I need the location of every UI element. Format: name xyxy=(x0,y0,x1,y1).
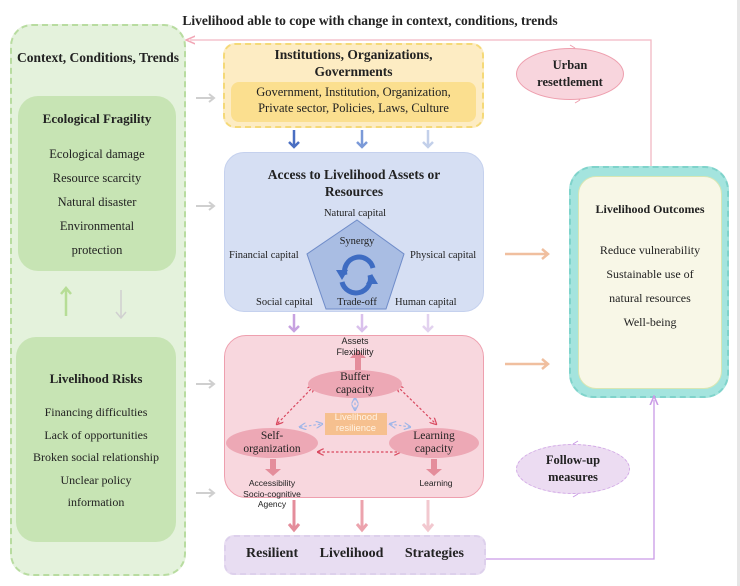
livelihood-risks-list: Financing difficulties Lack of opportuni… xyxy=(16,401,176,514)
learning-output: Learning xyxy=(419,478,453,488)
buffer-capacity-node: Buffer capacity xyxy=(308,370,402,398)
ecological-fragility-list: Ecological damage Resource scarcity Natu… xyxy=(18,142,176,262)
list-item: natural resources xyxy=(609,291,691,305)
list-item: Reduce vulnerability xyxy=(599,243,701,257)
learning-line: Learning xyxy=(413,430,455,442)
buffer-line: capacity xyxy=(335,384,375,396)
strategies-label: Resilient Livelihood Strategies xyxy=(246,546,464,561)
institutions-list: Government, Institution, Organization, P… xyxy=(231,84,476,116)
buffer-output-label: Assets Flexibility xyxy=(320,336,390,358)
self-output-line: Accessibility xyxy=(248,478,296,488)
follow-line: measures xyxy=(548,470,598,484)
list-item: Well-being xyxy=(623,315,677,329)
capital-pentagon xyxy=(306,219,405,310)
institutions-title: Institutions, Organizations, Governments xyxy=(223,46,484,80)
social-capital-label: Social capital xyxy=(256,297,313,308)
natural-capital-label: Natural capital xyxy=(323,208,387,219)
urban-line: Urban xyxy=(552,58,588,72)
arrow-right-icon xyxy=(196,201,216,211)
list-item: Lack of opportunities xyxy=(44,427,148,442)
resilience-to-strategies-arrows xyxy=(287,500,435,533)
synergy-label: Synergy xyxy=(339,236,375,247)
list-item: Resource scarcity xyxy=(52,171,142,185)
buffer-up-arrow xyxy=(350,350,366,370)
arrow-down-icon xyxy=(115,290,127,320)
list-item: protection xyxy=(71,243,123,257)
access-title-line: Access to Livelihood Assets or xyxy=(267,167,441,182)
to-outcomes-arrows xyxy=(505,248,550,370)
cycle-arrowhead xyxy=(336,270,348,280)
follow-line: Follow-up xyxy=(545,453,601,467)
tradeoff-label: Trade-off xyxy=(337,297,377,308)
list-item: Environmental xyxy=(59,219,135,233)
learning-capacity-node: Learning capacity xyxy=(389,428,479,458)
institutions-to-access-arrows xyxy=(288,130,434,149)
list-item: information xyxy=(67,495,125,510)
self-organization-output: Accessibility Socio-cognitive Agency xyxy=(236,478,308,510)
urban-line: resettlement xyxy=(537,75,603,89)
ecological-fragility-box xyxy=(18,96,176,271)
outcomes-title: Livelihood Outcomes xyxy=(595,202,705,216)
institutions-items-line: Private sector, Policies, Laws, Culture xyxy=(258,101,449,115)
page-edge xyxy=(737,0,740,586)
urban-resettlement-node: Urban resettlement xyxy=(516,48,624,100)
learning-line: capacity xyxy=(414,443,454,455)
context-title: Context, Conditions, Trends xyxy=(16,50,180,65)
resilience-line: Livelihood xyxy=(334,412,378,423)
list-item: Sustainable use of xyxy=(606,267,694,281)
institutions-title-line: Governments xyxy=(314,64,393,79)
self-organization-node: Self- organization xyxy=(226,428,318,458)
self-line: Self- xyxy=(260,430,284,442)
access-title-line: Resources xyxy=(324,184,384,199)
institutions-items-line: Government, Institution, Organization, xyxy=(256,85,451,99)
resilience-line: resilience xyxy=(335,422,377,434)
strategies-box xyxy=(224,535,486,575)
outcomes-inner-box xyxy=(578,176,722,389)
top-caption: Livelihood able to cope with change in c… xyxy=(182,13,558,28)
buffer-line: Buffer xyxy=(340,371,370,383)
self-output-line: Agency xyxy=(257,499,287,509)
arrow-right-icon xyxy=(196,488,216,498)
feedback-line-bottom xyxy=(486,400,654,560)
institutions-inner-box xyxy=(231,82,476,122)
arrow-right-icon xyxy=(196,93,216,103)
access-to-resilience-arrows xyxy=(288,314,434,333)
buffer-output-line: Assets xyxy=(341,336,369,346)
financial-capital-label: Financial capital xyxy=(229,250,299,261)
access-assets-title: Access to Livelihood Assets or Resources xyxy=(224,166,484,200)
follow-up-measures-node: Follow-up measures xyxy=(516,444,630,494)
livelihood-risks-title: Livelihood Risks xyxy=(49,371,143,386)
feedback-line-top xyxy=(190,40,652,166)
self-line: organization xyxy=(243,443,301,455)
learning-down-arrow xyxy=(426,459,442,476)
cycle-arrowhead xyxy=(366,274,378,284)
outcomes-list: Reduce vulnerability Sustainable use of … xyxy=(578,238,722,334)
arrow-up-icon xyxy=(60,286,72,316)
institutions-title-line: Institutions, Organizations, xyxy=(274,47,433,62)
arrow-right-icon xyxy=(196,379,216,389)
list-item: Unclear policy xyxy=(60,472,132,487)
livelihood-risks-box xyxy=(16,337,176,542)
self-output-line: Socio-cognitive xyxy=(243,488,301,499)
list-item: Ecological damage xyxy=(49,147,145,161)
self-down-arrow xyxy=(265,459,281,476)
list-item: Broken social relationship xyxy=(33,450,159,465)
resilience-links xyxy=(277,386,436,452)
livelihood-resilience-node: Livelihood resilience xyxy=(325,412,387,435)
buffer-output-line: Flexibility xyxy=(336,347,374,357)
physical-capital-label: Physical capital xyxy=(410,250,477,261)
human-capital-label: Human capital xyxy=(395,297,457,308)
context-arrows xyxy=(196,93,216,498)
list-item: Natural disaster xyxy=(57,195,137,209)
ecological-fragility-title: Ecological Fragility xyxy=(42,111,152,126)
list-item: Financing difficulties xyxy=(44,405,148,419)
